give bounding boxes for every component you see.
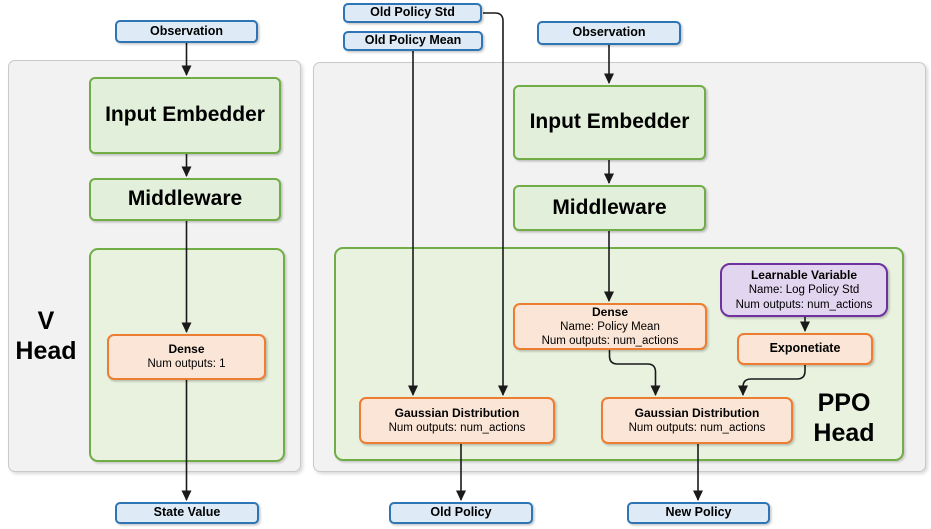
ppo-head-title-line1: PPO	[817, 389, 871, 417]
dense-layer-policy-mean-outputs: Num outputs: num_actions	[541, 335, 679, 347]
dense-layer-v: Dense Num outputs: 1	[107, 334, 266, 380]
v-head-title: V Head	[6, 307, 86, 366]
old-policy-mean-input: Old Policy Mean	[343, 31, 483, 51]
exponetiate-op-label: Exponetiate	[769, 341, 841, 356]
gaussian-distribution-new-title: Gaussian Distribution	[634, 405, 760, 420]
ppo-head-title-line2: Head	[813, 418, 875, 447]
dense-layer-policy-mean-name: Name: Policy Mean	[560, 320, 660, 333]
middleware-ppo: Middleware	[513, 185, 706, 231]
observation-input-v-label: Observation	[150, 23, 223, 38]
new-policy-output: New Policy	[627, 502, 770, 524]
gaussian-distribution-old-title: Gaussian Distribution	[394, 405, 520, 420]
learnable-variable: Learnable Variable Name: Log Policy Std …	[720, 263, 888, 317]
middleware-v-label: Middleware	[127, 187, 243, 211]
exponetiate-op: Exponetiate	[737, 333, 873, 365]
observation-input-ppo: Observation	[537, 21, 681, 45]
dense-layer-v-title: Dense	[168, 342, 205, 357]
gaussian-distribution-new: Gaussian Distribution Num outputs: num_a…	[601, 397, 793, 444]
dense-layer-policy-mean: Dense Name: Policy Mean Num outputs: num…	[513, 303, 707, 350]
state-value-output-label: State Value	[153, 505, 221, 520]
learnable-variable-outputs: Num outputs: num_actions	[735, 298, 873, 311]
gaussian-distribution-old: Gaussian Distribution Num outputs: num_a…	[359, 397, 555, 444]
old-policy-std-input-label: Old Policy Std	[370, 5, 455, 20]
middleware-v: Middleware	[89, 178, 281, 221]
gaussian-distribution-new-outputs: Num outputs: num_actions	[628, 421, 766, 434]
old-policy-mean-input-label: Old Policy Mean	[364, 33, 462, 48]
old-policy-std-input: Old Policy Std	[343, 3, 482, 23]
state-value-output: State Value	[115, 502, 259, 524]
dense-layer-policy-mean-title: Dense	[591, 304, 629, 319]
input-embedder-ppo-label: Input Embedder	[529, 110, 690, 134]
ppo-head-title: PPO Head	[800, 389, 888, 448]
observation-input-v: Observation	[115, 20, 258, 43]
middleware-ppo-label: Middleware	[552, 195, 667, 219]
input-embedder-v: Input Embedder	[89, 77, 281, 154]
input-embedder-ppo: Input Embedder	[513, 85, 706, 160]
old-policy-output: Old Policy	[389, 502, 533, 524]
learnable-variable-name: Name: Log Policy Std	[748, 284, 860, 297]
learnable-variable-title: Learnable Variable	[750, 268, 858, 283]
v-head-title-line1: V	[37, 307, 55, 335]
new-policy-output-label: New Policy	[665, 505, 732, 520]
dense-layer-v-outputs: Num outputs: 1	[147, 358, 226, 371]
old-policy-output-label: Old Policy	[430, 505, 492, 520]
v-head-title-line2: Head	[15, 336, 77, 365]
observation-input-ppo-label: Observation	[572, 25, 646, 40]
gaussian-distribution-old-outputs: Num outputs: num_actions	[388, 421, 526, 434]
input-embedder-v-label: Input Embedder	[105, 103, 265, 127]
